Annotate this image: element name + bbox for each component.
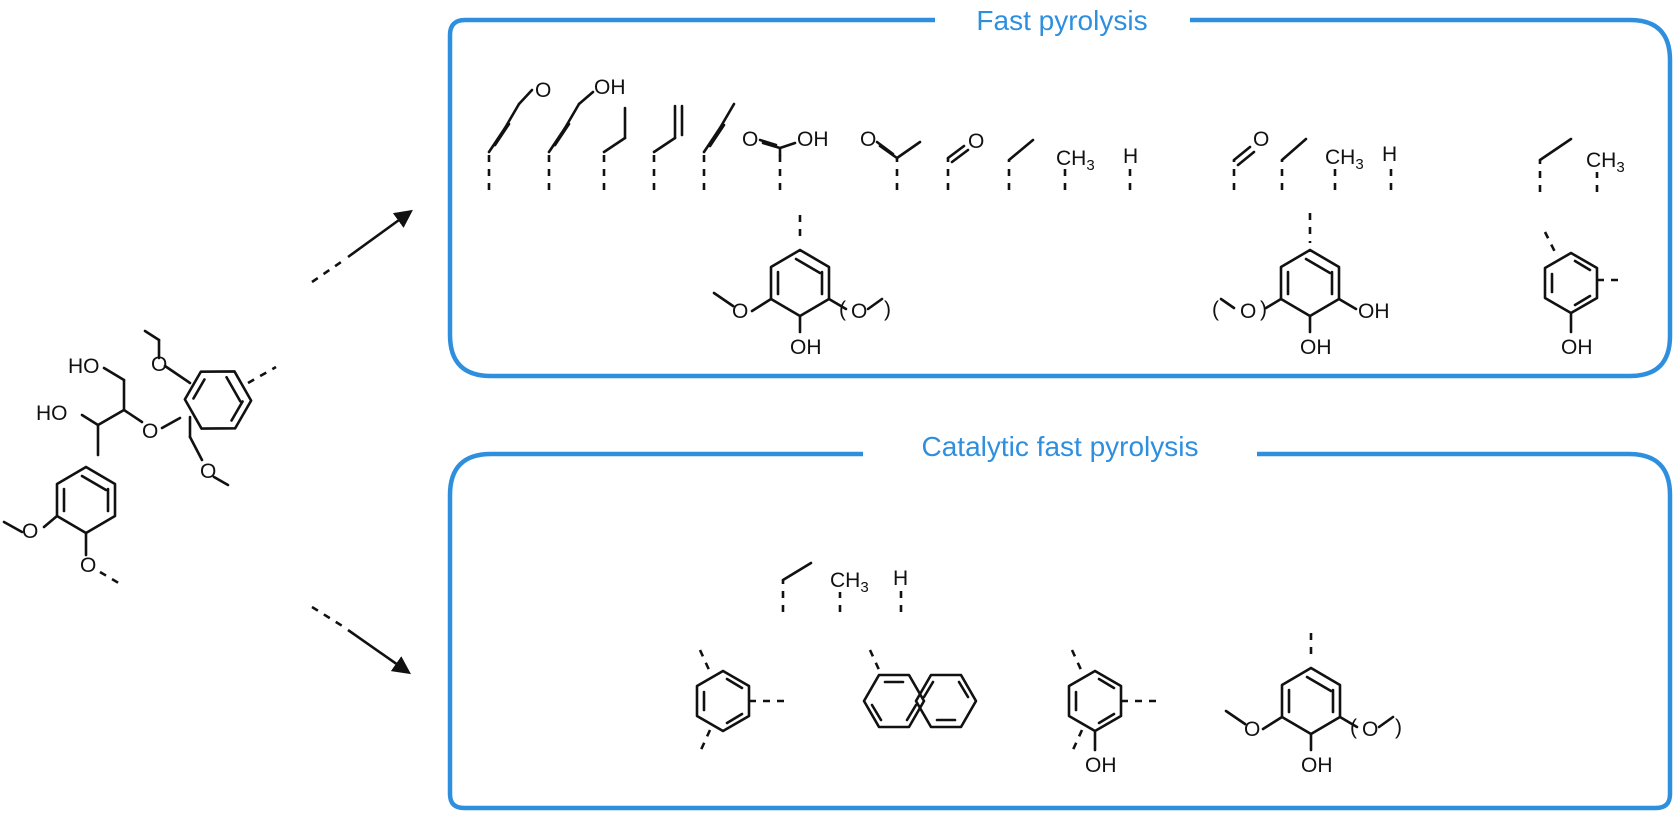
fast-syringyl-ring: O OH ( O ) <box>712 215 891 359</box>
formyl-o: O <box>968 130 984 153</box>
catalytic-fast-pyrolysis-panel: Catalytic fast pyrolysis CH3 H <box>447 431 1673 811</box>
catalytic-optional-o: O <box>1362 718 1378 741</box>
fast-ring2-oh-right: OH <box>1358 300 1390 323</box>
catalytic-methyl-label: CH3 <box>830 569 869 596</box>
fast-ring2-oh-bottom: OH <box>1300 336 1332 359</box>
fast-ring1-optional-o: O <box>851 300 867 323</box>
fast-pyrolysis-panel: Fast pyrolysis O OH <box>447 5 1673 379</box>
methoxy-o-para: O <box>80 554 96 577</box>
methoxy-o-top: O <box>151 353 167 376</box>
fast-ring2-optional-o: O <box>1240 300 1256 323</box>
fast-phenol-ring: OH <box>1543 231 1623 359</box>
catalytic-hydrogen-label: H <box>893 567 908 590</box>
hydrogen-label: H <box>1123 145 1138 168</box>
methoxy-o-left: O <box>22 520 38 543</box>
acid-oh: OH <box>797 128 829 151</box>
fast-pyrolysis-title: Fast pyrolysis <box>976 5 1147 36</box>
grp2-methyl-label: CH3 <box>1325 146 1364 173</box>
catalytic-methoxy-o: O <box>1244 718 1260 741</box>
fast-group-two-fragments: O CH3 H <box>1232 128 1397 190</box>
catalytic-paren-left: ( <box>1350 716 1357 739</box>
lignin-dimer-structure: O O O HO HO O O <box>2 329 277 587</box>
catalytic-naphthalene <box>862 649 978 729</box>
fast-ring1-oh: OH <box>790 336 822 359</box>
grp2-formyl-o: O <box>1253 128 1269 151</box>
methyl-label: CH3 <box>1056 147 1095 174</box>
arrow-to-catalytic-fast-pyrolysis <box>311 605 411 675</box>
catalytic-benzene-ring <box>695 649 790 753</box>
grp2-hydrogen-label: H <box>1382 143 1397 166</box>
ho-top-label: HO <box>68 355 100 378</box>
fast-ring3-oh: OH <box>1561 336 1593 359</box>
ho-mid-label: HO <box>36 402 68 425</box>
catalytic-paren-right: ) <box>1395 716 1402 739</box>
fast-side-chain-fragments: O OH <box>487 76 1138 190</box>
catalytic-guaiacyl-ring: O OH ( O ) <box>1224 633 1402 777</box>
catalytic-phenol-ring: OH <box>1067 649 1157 777</box>
grp3-methyl-label: CH3 <box>1586 149 1625 176</box>
guaiacyl-ring <box>55 465 117 535</box>
catalytic-phenol-oh: OH <box>1085 754 1117 777</box>
allyl-oh: OH <box>594 76 626 99</box>
catalytic-guaiacyl-oh: OH <box>1301 754 1333 777</box>
acid-carbonyl-o: O <box>742 128 758 151</box>
catalytic-side-chain-fragments: CH3 H <box>781 561 908 612</box>
fast-ring2-paren-right: ) <box>1260 298 1267 321</box>
fast-ring1-paren-right: ) <box>884 298 891 321</box>
fast-ring1-paren-left: ( <box>839 298 846 321</box>
ether-o-label: O <box>142 420 158 443</box>
fast-ring2-paren-left: ( <box>1212 298 1219 321</box>
fast-group-three-fragments: CH3 <box>1538 137 1625 192</box>
arrow-to-fast-pyrolysis <box>311 209 413 284</box>
catalytic-fast-pyrolysis-title: Catalytic fast pyrolysis <box>922 431 1199 462</box>
acetyl-o: O <box>860 128 876 151</box>
fast-ring1-methoxy-o: O <box>732 300 748 323</box>
methoxy-o-bottom: O <box>200 460 216 483</box>
fast-catechol-ring: ( O ) OH OH <box>1212 213 1390 359</box>
acrolein-o: O <box>535 79 551 102</box>
